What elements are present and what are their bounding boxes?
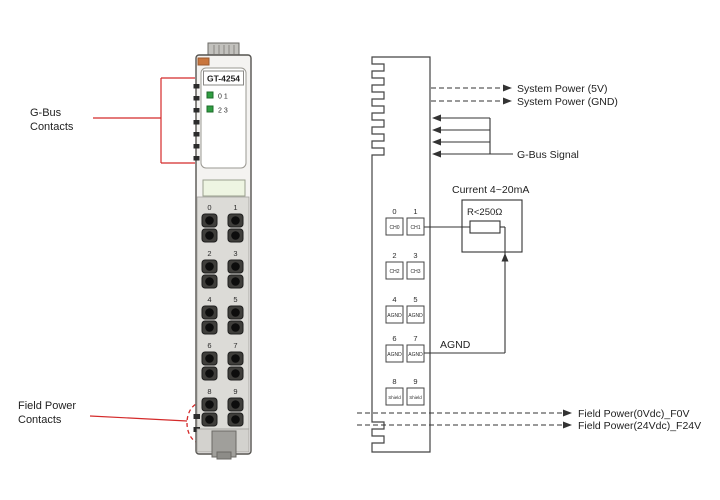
terminal-holes — [201, 397, 244, 427]
model-name: GT-4254 — [207, 74, 240, 84]
terminal-num: 3 — [413, 251, 417, 260]
terminal-num: 1 — [413, 207, 417, 216]
arrow-left-icon — [432, 114, 441, 122]
terminal-holes — [201, 351, 244, 381]
gbus-contacts-label-line2: Contacts — [30, 121, 74, 133]
gbus-contacts-annotation: G-Bus Contacts — [30, 77, 195, 164]
terminal-number: 4 — [207, 295, 211, 304]
terminal-num: 8 — [392, 377, 396, 386]
gbus-annotation-bracket — [93, 77, 195, 164]
arrow-left-icon — [432, 126, 441, 134]
terminal-box-ch1 — [406, 217, 425, 236]
field-power-contacts-annotation: Field Power Contacts — [18, 400, 215, 444]
terminal-box-agnd-5 — [406, 305, 425, 324]
terminal-label: CH3 — [410, 269, 420, 275]
terminal-label: AGND — [408, 313, 423, 319]
terminal-section-6-7: 6 7 — [201, 341, 244, 381]
arrow-left-icon — [432, 150, 441, 158]
module-connector-strip — [202, 179, 246, 197]
terminal-box-shield-9 — [406, 387, 425, 406]
gbus-signal-lines: G-Bus Signal — [432, 114, 579, 161]
resistor-box — [461, 199, 523, 253]
schematic-terminals: 0 1 CH0 CH1 2 3 CH2 CH3 4 5 AGND AGND 6 … — [385, 207, 425, 406]
terminal-box-ch2 — [385, 261, 404, 280]
terminal-number: 0 — [207, 203, 211, 212]
terminal-number: 9 — [233, 387, 237, 396]
field-power-24v-label: Field Power(24Vdc)_F24V — [578, 420, 701, 432]
terminal-num: 7 — [413, 334, 417, 343]
terminal-label: AGND — [387, 352, 402, 358]
module-top-tab — [207, 42, 240, 57]
terminal-number: 7 — [233, 341, 237, 350]
terminal-number: 2 — [207, 249, 211, 258]
terminal-section-8-9: 8 9 — [201, 387, 244, 427]
terminal-section-2-3: 2 3 — [201, 249, 244, 289]
resistor-symbol — [469, 220, 501, 234]
terminal-holes — [201, 305, 244, 335]
arrow-right-icon — [563, 421, 572, 429]
current-loop: Current 4~20mA R<250Ω AGND — [424, 184, 529, 354]
terminal-num: 6 — [392, 334, 396, 343]
terminal-holes — [201, 259, 244, 289]
gbus-contacts-label-line1: G-Bus — [30, 107, 62, 119]
terminal-section-4-5: 4 5 — [201, 295, 244, 335]
led-indicator-0-1 — [206, 91, 214, 99]
terminal-label: AGND — [408, 352, 423, 358]
terminal-sections: 0 1 2 3 — [201, 203, 244, 427]
field-power-annotation-line — [89, 415, 188, 422]
terminal-box-agnd-7 — [406, 344, 425, 363]
terminal-num: 0 — [392, 207, 396, 216]
terminal-label: AGND — [387, 313, 402, 319]
module-label-panel: GT-4254 0 1 2 3 — [200, 67, 247, 169]
terminal-label: CH1 — [410, 225, 420, 231]
terminal-number: 3 — [233, 249, 237, 258]
field-power-lines: Field Power(0Vdc)_F0V Field Power(24Vdc)… — [357, 408, 701, 432]
terminal-box-shield-8 — [385, 387, 404, 406]
terminal-box-ch0 — [385, 217, 404, 236]
module-orange-marker — [197, 57, 210, 66]
current-label: Current 4~20mA — [452, 184, 529, 196]
module-bottom-latch — [196, 428, 250, 460]
terminal-number: 6 — [207, 341, 211, 350]
resistor-value-label: R<250Ω — [467, 207, 502, 218]
terminal-section-0-1: 0 1 — [201, 203, 244, 243]
terminal-number: 8 — [207, 387, 211, 396]
terminal-box-agnd-6 — [385, 344, 404, 363]
model-name-box — [203, 70, 244, 86]
arrow-right-icon — [503, 97, 512, 105]
gbus-signal-label: G-Bus Signal — [517, 149, 579, 161]
schematic-module-outline — [371, 56, 431, 453]
terminal-label: Shield — [388, 395, 401, 400]
arrow-right-icon — [503, 84, 512, 92]
terminal-label: CH2 — [389, 269, 399, 275]
terminal-box-ch3 — [406, 261, 425, 280]
led-label-0-1: 0 1 — [218, 94, 228, 101]
field-power-0v-label: Field Power(0Vdc)_F0V — [578, 408, 689, 420]
arrow-up-icon — [501, 253, 509, 262]
terminal-number: 5 — [233, 295, 237, 304]
field-power-label-line2: Contacts — [18, 414, 62, 426]
arrow-left-icon — [432, 138, 441, 146]
arrow-right-icon — [563, 409, 572, 417]
terminal-label: CH0 — [389, 225, 399, 231]
system-power-5v-label: System Power (5V) — [517, 83, 607, 95]
terminal-num: 5 — [413, 295, 417, 304]
wiring-schematic: System Power (5V) System Power (GND) G-B… — [357, 56, 701, 453]
led-label-2-3: 2 3 — [218, 108, 228, 115]
gbus-contact-pins — [193, 84, 200, 161]
terminal-box-agnd-4 — [385, 305, 404, 324]
led-indicator-2-3 — [206, 105, 214, 113]
field-power-label-line1: Field Power — [18, 400, 76, 412]
terminal-number: 1 — [233, 203, 237, 212]
agnd-label: AGND — [440, 339, 471, 351]
terminal-holes — [201, 213, 244, 243]
system-power-gnd-label: System Power (GND) — [517, 96, 618, 108]
terminal-num: 4 — [392, 295, 396, 304]
terminal-label: Shield — [409, 395, 422, 400]
terminal-num: 2 — [392, 251, 396, 260]
system-power-lines: System Power (5V) System Power (GND) — [431, 83, 618, 108]
terminal-num: 9 — [413, 377, 417, 386]
io-module: GT-4254 0 1 2 3 0 1 — [193, 42, 252, 460]
